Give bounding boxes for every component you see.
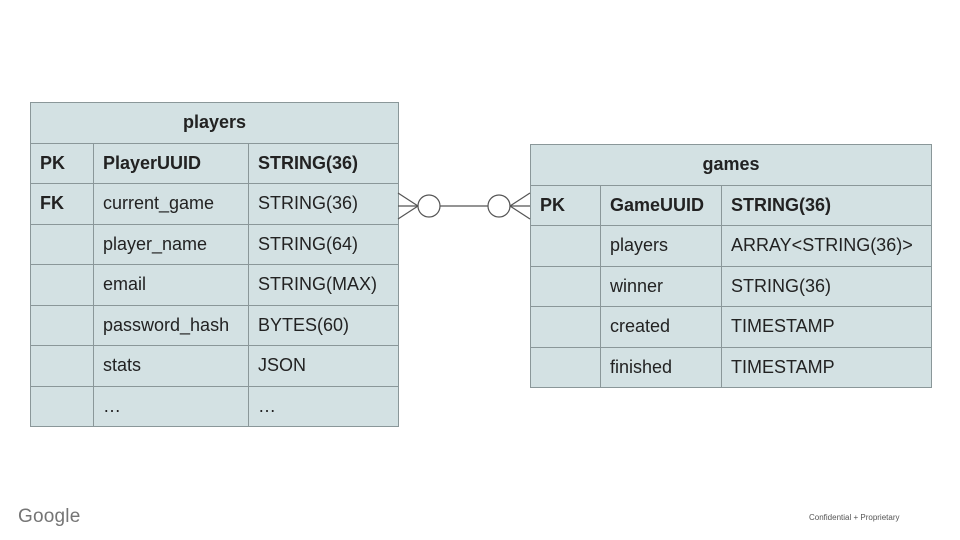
table-row: player_name STRING(64): [30, 223, 400, 265]
column-name-cell: player_name: [93, 223, 249, 265]
table-row: finished TIMESTAMP: [530, 346, 933, 388]
column-type-cell: TIMESTAMP: [720, 346, 933, 388]
table-row: players ARRAY<STRING(36)>: [530, 225, 933, 267]
key-cell: [530, 346, 601, 388]
table-row: … …: [30, 385, 400, 427]
column-type-cell: STRING(36): [720, 265, 933, 307]
table-row: FK current_game STRING(36): [30, 183, 400, 225]
column-name-cell: password_hash: [93, 304, 249, 346]
key-cell: [30, 304, 94, 346]
column-name-cell: …: [93, 385, 249, 427]
key-cell: PK: [530, 184, 601, 226]
table-row: email STRING(MAX): [30, 264, 400, 306]
crows-foot-players-end: [397, 192, 419, 220]
optional-circle-games-end: [487, 194, 511, 218]
optional-circle-players-end: [417, 194, 441, 218]
games-table: games PK GameUUID STRING(36) players ARR…: [529, 144, 933, 388]
column-name-cell: stats: [93, 345, 249, 387]
column-type-cell: …: [247, 385, 400, 427]
players-table: players PK PlayerUUID STRING(36) FK curr…: [29, 102, 400, 427]
players-table-title: players: [29, 102, 400, 144]
column-name-cell: current_game: [93, 183, 249, 225]
column-name-cell: email: [93, 264, 249, 306]
google-logo: Google: [18, 506, 81, 527]
column-type-cell: STRING(64): [247, 223, 400, 265]
crows-foot-games-end: [509, 192, 531, 220]
column-type-cell: STRING(36): [247, 183, 400, 225]
column-name-cell: PlayerUUID: [93, 142, 249, 184]
column-type-cell: ARRAY<STRING(36)>: [720, 225, 933, 267]
key-cell: PK: [30, 142, 94, 184]
column-name-cell: finished: [600, 346, 722, 388]
key-cell: FK: [30, 183, 94, 225]
confidential-label: Confidential + Proprietary: [809, 513, 900, 522]
column-name-cell: players: [600, 225, 722, 267]
key-cell: [30, 264, 94, 306]
table-row: password_hash BYTES(60): [30, 304, 400, 346]
table-row: PK PlayerUUID STRING(36): [30, 142, 400, 184]
games-table-title: games: [529, 144, 933, 186]
key-cell: [530, 306, 601, 348]
column-type-cell: JSON: [247, 345, 400, 387]
column-name-cell: winner: [600, 265, 722, 307]
